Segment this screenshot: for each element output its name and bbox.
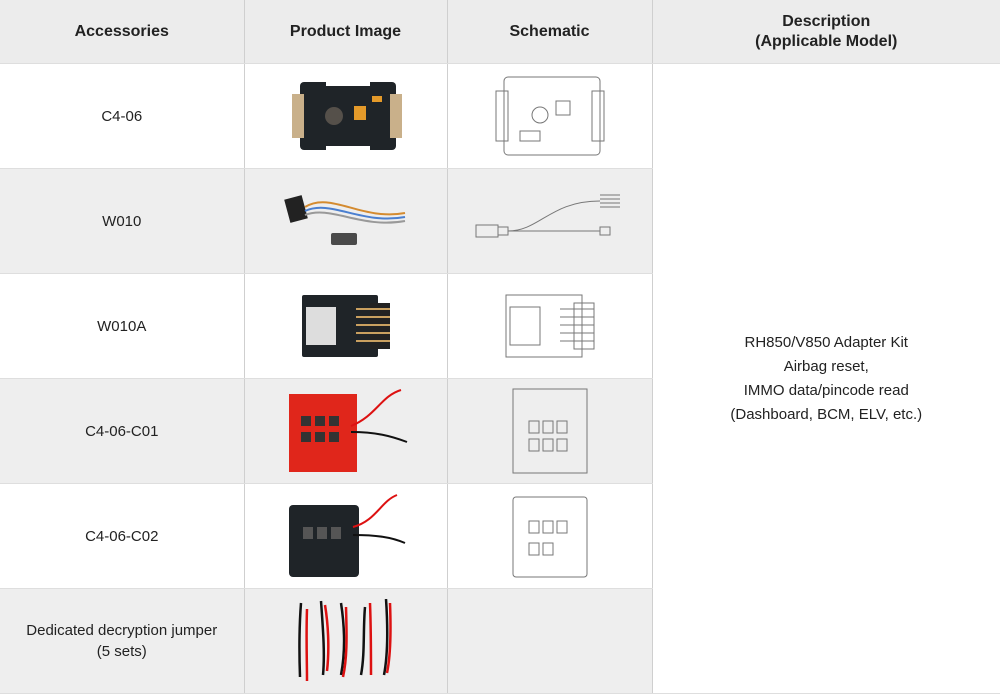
- description-cell: RH850/V850 Adapter Kit Airbag reset, IMM…: [652, 63, 1000, 694]
- description-line: RH850/V850 Adapter Kit: [744, 333, 908, 351]
- schematic-image-empty: [447, 588, 653, 694]
- schematic-image: [447, 168, 653, 274]
- description-line: Airbag reset,: [783, 357, 869, 375]
- description-line: (Dashboard, BCM, ELV, etc.): [730, 405, 923, 423]
- header-accessories: Accessories: [0, 0, 245, 64]
- accessory-name: C4-06-C01: [0, 378, 245, 484]
- header-row: Accessories Product Image Schematic Desc…: [0, 0, 1000, 64]
- product-image: [244, 168, 448, 274]
- accessory-name: W010: [0, 168, 245, 274]
- schematic-image: [447, 378, 653, 484]
- accessory-name: W010A: [0, 273, 245, 379]
- schematic-image: [447, 273, 653, 379]
- description-line: IMMO data/pincode read: [743, 381, 909, 399]
- schematic-image: [447, 483, 653, 589]
- header-description: Description(Applicable Model): [652, 0, 1000, 64]
- table-row: W010A: [0, 273, 1000, 379]
- accessory-name: C4-06: [0, 63, 245, 169]
- product-image: [244, 588, 448, 694]
- header-product-image: Product Image: [244, 0, 448, 64]
- product-image: [244, 273, 448, 379]
- product-image: [244, 483, 448, 589]
- table-row: W010: [0, 168, 1000, 274]
- accessory-name: C4-06-C02: [0, 483, 245, 589]
- table-row: C4-06 RH850/V850 Adapter Kit Airbag rese…: [0, 63, 1000, 694]
- schematic-image: [447, 63, 653, 169]
- table-row: Dedicated decryption jumper(5 sets): [0, 588, 1000, 694]
- header-schematic: Schematic: [447, 0, 653, 64]
- accessory-name: Dedicated decryption jumper(5 sets): [0, 588, 245, 694]
- table-row: C4-06-C01: [0, 378, 1000, 484]
- product-image: [244, 378, 448, 484]
- product-image: [244, 63, 448, 169]
- table-row: C4-06-C02: [0, 483, 1000, 589]
